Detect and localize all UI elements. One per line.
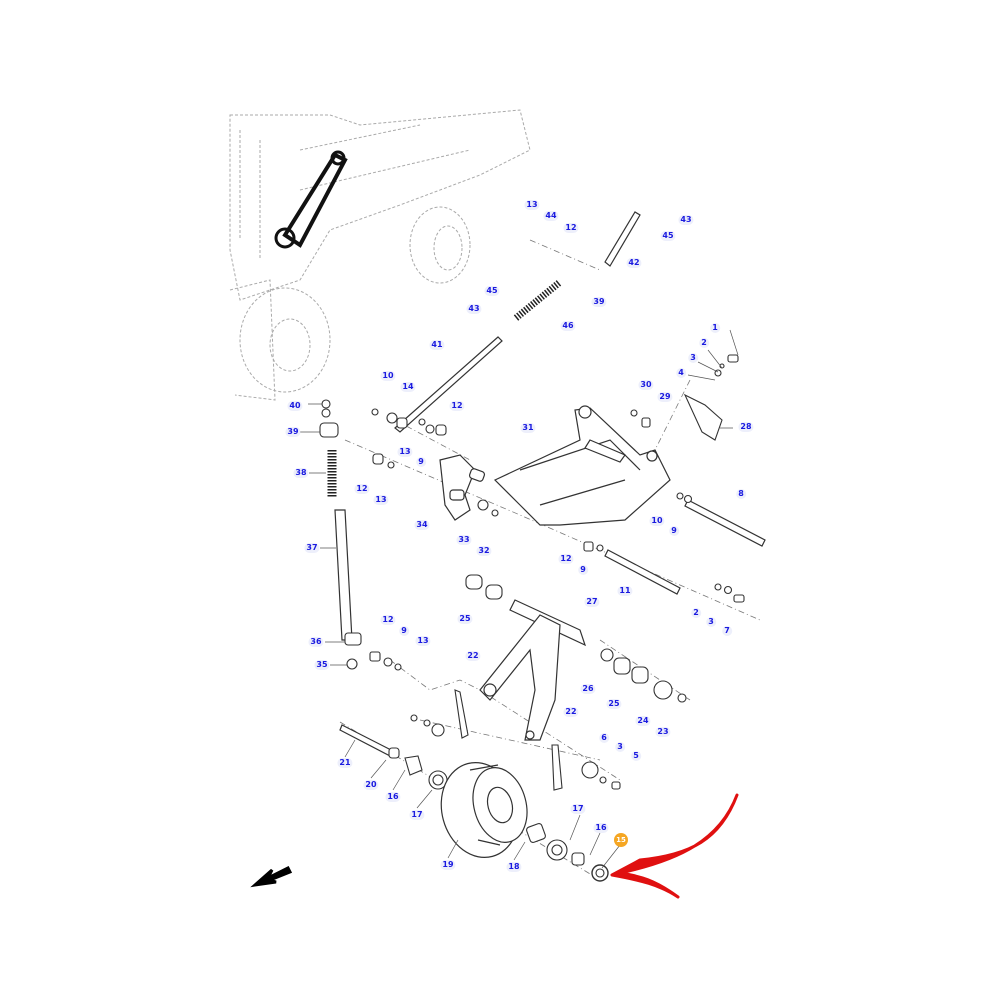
- callout-label[interactable]: 36: [308, 637, 324, 647]
- callout-label[interactable]: 9: [399, 626, 409, 636]
- rod-37: [334, 509, 353, 641]
- callout-label[interactable]: 1: [710, 323, 720, 333]
- callout-label[interactable]: 9: [578, 565, 588, 575]
- callout-label[interactable]: 12: [558, 554, 574, 564]
- small-parts: [319, 354, 745, 882]
- callout-label[interactable]: 3: [688, 353, 698, 363]
- callout-label[interactable]: 45: [660, 231, 676, 241]
- bolt-21: [339, 724, 396, 758]
- callout-label[interactable]: 9: [416, 457, 426, 467]
- rod-41: [394, 336, 503, 433]
- callout-label[interactable]: 24: [635, 716, 651, 726]
- callout-label[interactable]: 22: [465, 651, 481, 661]
- callout-label[interactable]: 38: [293, 468, 309, 478]
- callout-label[interactable]: 40: [287, 401, 303, 411]
- callout-label[interactable]: 13: [397, 447, 413, 457]
- callout-label[interactable]: 13: [373, 495, 389, 505]
- pin-8: [684, 499, 766, 547]
- callout-label[interactable]: 39: [285, 427, 301, 437]
- callout-label[interactable]: 13: [524, 200, 540, 210]
- callout-label[interactable]: 31: [520, 423, 536, 433]
- callout-label[interactable]: 3: [706, 617, 716, 627]
- callout-label[interactable]: 46: [560, 321, 576, 331]
- callout-label[interactable]: 37: [304, 543, 320, 553]
- callout-label[interactable]: 4: [676, 368, 686, 378]
- callout-label[interactable]: 27: [584, 597, 600, 607]
- pivot-arm-34: [439, 454, 486, 521]
- bracket-31: [493, 405, 671, 526]
- red-annotation-arrow: [610, 793, 739, 899]
- direction-arrow-icon: [250, 865, 293, 888]
- callout-label[interactable]: 7: [722, 626, 732, 636]
- callout-label[interactable]: 43: [678, 215, 694, 225]
- callout-label[interactable]: 45: [484, 286, 500, 296]
- callout-label[interactable]: 12: [449, 401, 465, 411]
- callout-label[interactable]: 10: [380, 371, 396, 381]
- rod-42: [604, 211, 641, 267]
- callout-label[interactable]: 30: [638, 380, 654, 390]
- callout-label[interactable]: 2: [691, 608, 701, 618]
- springs: [327, 279, 563, 498]
- callout-label[interactable]: 25: [457, 614, 473, 624]
- swing-arm-27: [479, 599, 587, 741]
- callout-label[interactable]: 8: [736, 489, 746, 499]
- callout-label[interactable]: 34: [414, 520, 430, 530]
- callout-label[interactable]: 23: [655, 727, 671, 737]
- machine-overview-sketch: [229, 109, 531, 401]
- belt-drive-icon: [274, 150, 348, 249]
- callout-label[interactable]: 12: [563, 223, 579, 233]
- callout-label[interactable]: 11: [617, 586, 633, 596]
- callout-label[interactable]: 2: [699, 338, 709, 348]
- callout-label[interactable]: 33: [456, 535, 472, 545]
- callout-label[interactable]: 6: [599, 733, 609, 743]
- callout-label[interactable]: 41: [429, 340, 445, 350]
- assembly-lines: [339, 239, 761, 881]
- callout-label[interactable]: 13: [415, 636, 431, 646]
- callout-label[interactable]: 32: [476, 546, 492, 556]
- spring-46: [513, 279, 563, 321]
- callout-label[interactable]: 12: [354, 484, 370, 494]
- callout-label[interactable]: 26: [580, 684, 596, 694]
- callout-label[interactable]: 44: [543, 211, 559, 221]
- callout-label[interactable]: 9: [669, 526, 679, 536]
- callout-label[interactable]: 17: [409, 810, 425, 820]
- callout-label[interactable]: 43: [466, 304, 482, 314]
- callout-label[interactable]: 16: [593, 823, 609, 833]
- callout-label[interactable]: 17: [570, 804, 586, 814]
- callout-label[interactable]: 28: [738, 422, 754, 432]
- callout-label[interactable]: 22: [563, 707, 579, 717]
- callout-label[interactable]: 21: [337, 758, 353, 768]
- callout-label[interactable]: 14: [400, 382, 416, 392]
- callout-label[interactable]: 25: [606, 699, 622, 709]
- callout-label[interactable]: 20: [363, 780, 379, 790]
- callout-label[interactable]: 19: [440, 860, 456, 870]
- callout-label[interactable]: 10: [649, 516, 665, 526]
- idler-pulley-19: [440, 762, 528, 858]
- callout-label[interactable]: 39: [591, 297, 607, 307]
- pin-11: [604, 549, 681, 595]
- callout-label[interactable]: 5: [631, 751, 641, 761]
- callout-label[interactable]: 12: [380, 615, 396, 625]
- callout-label[interactable]: 29: [657, 392, 673, 402]
- callout-label[interactable]: 42: [626, 258, 642, 268]
- leader-lines: [300, 329, 739, 869]
- callout-label[interactable]: 3: [615, 742, 625, 752]
- callout-label[interactable]: 18: [506, 862, 522, 872]
- callout-label[interactable]: 16: [385, 792, 401, 802]
- callout-label[interactable]: 35: [314, 660, 330, 670]
- highlighted-part-callout[interactable]: 15: [614, 833, 628, 847]
- rods: [334, 211, 766, 758]
